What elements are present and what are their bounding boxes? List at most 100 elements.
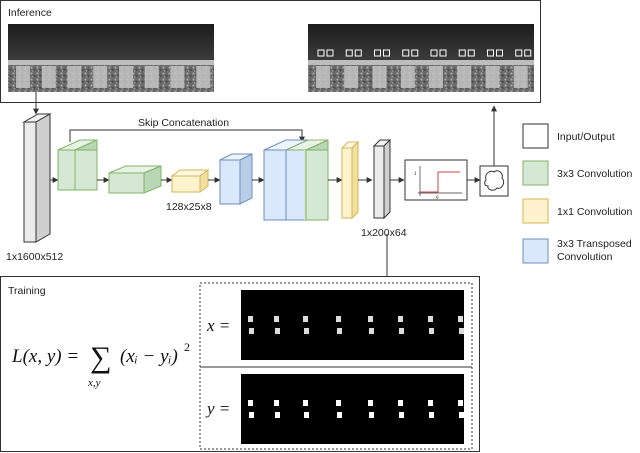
sleeper <box>344 66 359 88</box>
conv-block-1 <box>57 139 98 191</box>
mark <box>369 412 374 418</box>
prediction-box <box>317 49 325 57</box>
contour-icon <box>479 165 509 197</box>
prediction-image <box>241 290 464 360</box>
mark <box>336 400 341 406</box>
plot-y-mark: 1 <box>414 172 417 177</box>
mark <box>398 316 403 322</box>
prediction-box <box>354 49 362 57</box>
sleeper <box>429 66 443 88</box>
prediction-box <box>345 49 353 57</box>
formula-lhs: L(x, y) = <box>11 346 79 367</box>
prediction-box <box>487 49 494 57</box>
prediction-box <box>515 49 523 57</box>
conv-block-2 <box>108 165 162 194</box>
prediction-box <box>458 49 466 57</box>
training-title: Training <box>8 285 46 297</box>
target-image <box>241 374 464 444</box>
sleeper <box>119 66 133 88</box>
legend-label: 3x3 Convolution <box>557 168 632 180</box>
prediction-box <box>496 49 503 57</box>
mid-dim-label: 128x25x8 <box>166 201 212 213</box>
out-dim-label: 1x200x64 <box>361 227 407 239</box>
prediction-box <box>402 49 410 57</box>
conv1x1-block-2 <box>340 140 360 220</box>
input-dim-label: 1x1600x512 <box>6 251 63 263</box>
sleeper <box>485 66 500 88</box>
mark <box>304 328 309 334</box>
mark <box>368 400 373 406</box>
frame-y <box>199 366 473 450</box>
sleeper <box>16 66 30 88</box>
legend-label: 3x3 Transposed <box>557 238 632 250</box>
formula-exp: 2 <box>184 340 190 354</box>
mark <box>304 412 309 418</box>
mark <box>458 400 463 406</box>
mark <box>459 412 464 418</box>
sleeper <box>513 66 528 88</box>
concat-block <box>263 139 329 221</box>
output-block <box>372 138 392 220</box>
mark <box>275 328 280 334</box>
mark <box>369 328 374 334</box>
sleeper <box>372 66 387 88</box>
legend-swatch <box>522 160 549 186</box>
conv1x1-block-1 <box>170 169 210 193</box>
inference-title: Inference <box>8 7 52 19</box>
prediction-box <box>439 49 447 57</box>
mark <box>368 316 373 322</box>
prediction-box <box>383 49 390 57</box>
mark <box>248 400 253 406</box>
skip-label: Skip Concatenation <box>138 117 229 129</box>
mark <box>428 400 433 406</box>
mark <box>337 412 342 418</box>
sleeper <box>67 66 82 88</box>
prediction-box <box>326 49 334 57</box>
prediction-box <box>524 49 532 57</box>
mark <box>274 400 279 406</box>
sleeper <box>93 66 108 88</box>
prediction-box <box>411 49 419 57</box>
mark <box>429 412 434 418</box>
legend-label: Input/Output <box>557 131 615 143</box>
sleeper <box>41 66 56 88</box>
mark <box>249 412 254 418</box>
legend-label: 1x1 Convolution <box>557 206 632 218</box>
row-x-var: x = <box>206 316 230 335</box>
mark <box>458 316 463 322</box>
mark <box>274 316 279 322</box>
sleeper <box>400 66 415 88</box>
mark <box>248 316 253 322</box>
prediction-box <box>374 49 381 57</box>
threshold-plot: 1 0 <box>404 159 468 201</box>
mark <box>398 400 403 406</box>
sleeper <box>196 66 211 88</box>
inference-panel: Inference <box>0 0 541 103</box>
mark <box>459 328 464 334</box>
plot-x-mark: 0 <box>436 196 439 201</box>
formula-sum: ∑ <box>90 341 111 374</box>
loss-formula: L(x, y) = ∑ x,y (xᵢ − yᵢ) 2 <box>11 340 190 389</box>
prediction-box <box>430 49 438 57</box>
mark <box>399 412 404 418</box>
mark <box>429 328 434 334</box>
skip-connection: Skip Concatenation <box>69 117 305 143</box>
mark <box>275 412 280 418</box>
mark <box>337 328 342 334</box>
formula-sub: x,y <box>87 377 101 389</box>
sleeper <box>457 66 472 88</box>
transposed-block-1 <box>219 153 253 205</box>
mark <box>399 328 404 334</box>
legend-swatch <box>522 123 549 149</box>
training-panel: Training L(x, y) = ∑ x,y (xᵢ − yᵢ) 2 x =… <box>0 276 480 452</box>
mark <box>249 328 254 334</box>
network: 128x25x8 <box>22 113 509 243</box>
sleeper <box>170 66 185 88</box>
legend-label-2: Convolution <box>557 251 613 263</box>
mark <box>303 316 308 322</box>
mark <box>303 400 308 406</box>
input-rail-image <box>8 24 214 92</box>
legend: Input/Output 3x3 Convolution 1x1 Convoluti… <box>522 123 632 264</box>
prediction-box <box>467 49 475 57</box>
